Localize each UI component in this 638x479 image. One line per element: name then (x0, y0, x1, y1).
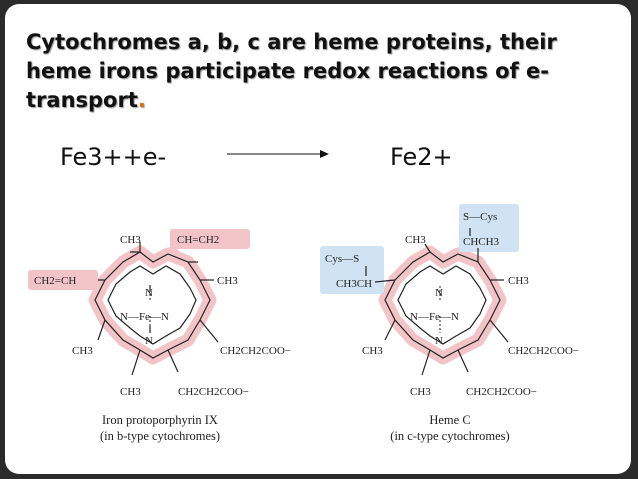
right-ch3ch: CH3CH (336, 278, 372, 290)
right-chch3: CHCH3 (463, 236, 500, 248)
left-vinyl-top: CH=CH2 (177, 234, 219, 246)
right-propionate-right: CH2CH2COO− (508, 345, 579, 357)
right-n-bottom: N (435, 335, 443, 347)
right-cys-top-highlight (459, 204, 519, 252)
title-period: . (137, 88, 146, 112)
left-n-bottom: N (145, 335, 153, 347)
reaction-arrow-icon (227, 150, 329, 158)
right-ch3-top: CH3 (405, 234, 426, 246)
right-caption-line2: (in c-type cytochromes) (390, 429, 509, 443)
right-n-top: N (435, 287, 443, 299)
right-ch3-left: CH3 (362, 345, 383, 357)
left-vinyl-left: CH2=CH (34, 275, 76, 287)
left-vinyl-left-highlight (28, 270, 98, 290)
equation-left: Fe3++e- (60, 143, 167, 171)
left-ch3-bottom: CH3 (120, 386, 141, 398)
left-ch3-right: CH3 (217, 275, 238, 287)
left-n-top: N (145, 287, 153, 299)
right-fe-row: N—Fe—N (410, 311, 459, 323)
slide: Cytochromes a, b, c are heme proteins, t… (5, 4, 631, 474)
left-propionate-right: CH2CH2COO− (220, 345, 291, 357)
right-cys-left-highlight (320, 246, 384, 294)
right-propionate-bottom: CH2CH2COO− (466, 386, 537, 398)
right-s-cys: S—Cys (463, 211, 497, 223)
left-propionate-bottom: CH2CH2COO− (178, 386, 249, 398)
right-ch3-bottom: CH3 (410, 386, 431, 398)
left-caption-line1: Iron protoporphyrin IX (102, 413, 218, 427)
left-fe-row: N—Fe—N (120, 311, 169, 323)
title-text: Cytochromes a, b, c are heme proteins, t… (26, 30, 557, 112)
left-ch3-top: CH3 (120, 234, 141, 246)
heme-c-structure: S—Cys CHCH3 Cys—S CH3CH CH3 CH3 N N—Fe—N… (320, 204, 579, 443)
protoporphyrin-ix-structure: CH3 CH=CH2 CH2=CH CH3 N N—Fe—N N CH3 CH2… (28, 229, 291, 443)
right-caption-line1: Heme C (429, 413, 470, 427)
left-ch3-left: CH3 (72, 345, 93, 357)
right-cys-s: Cys—S (325, 253, 359, 265)
slide-title: Cytochromes a, b, c are heme proteins, t… (26, 28, 616, 115)
right-ch3-right: CH3 (508, 275, 529, 287)
left-vinyl-top-highlight (170, 229, 250, 249)
equation-right: Fe2+ (390, 143, 453, 171)
left-caption-line2: (in b-type cytochromes) (100, 429, 220, 443)
